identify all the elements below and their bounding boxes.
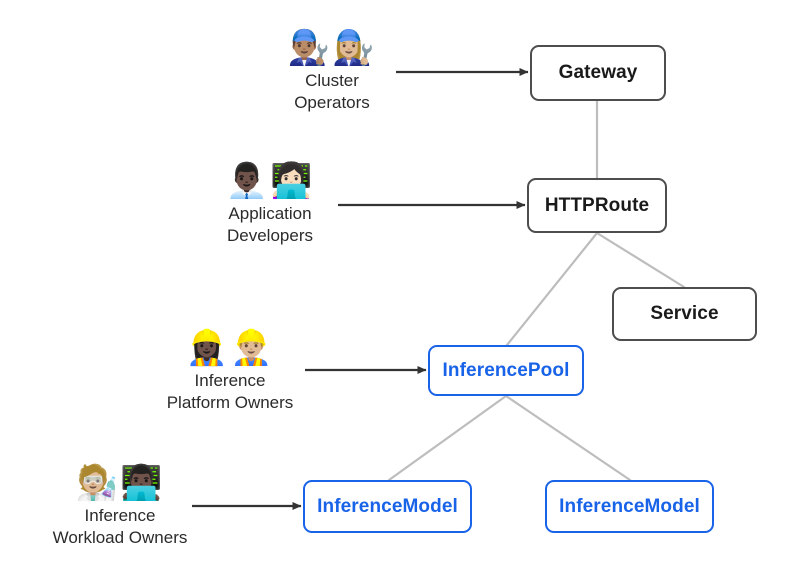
node-label-inferencepool: InferencePool — [442, 359, 570, 381]
node-label-httproute: HTTPRoute — [544, 194, 650, 216]
persona-name-line: Workload Owners — [52, 528, 188, 547]
persona-name-line: Platform Owners — [166, 393, 294, 412]
node-httproute[interactable]: HTTPRoute — [527, 178, 667, 233]
edge-httproute-to-service — [595, 231, 686, 289]
persona-name-line: Developers — [227, 226, 313, 245]
node-gateway[interactable]: Gateway — [530, 45, 666, 101]
node-label-service: Service — [650, 303, 719, 324]
node-label-inferencemodel-left: InferenceModel — [317, 495, 458, 517]
scientist-icon-and-man-technologist-icon: 🧑🏼‍🔬👨🏿‍💻 — [75, 463, 165, 503]
node-inferencepool[interactable]: InferencePool — [428, 345, 584, 396]
man-office-worker-icon-and-woman-technologist-icon: 👨🏿‍💼👩🏻‍💻 — [225, 161, 315, 201]
node-inferencemodel-left[interactable]: InferenceModel — [303, 480, 472, 533]
node-label-gateway: Gateway — [558, 62, 638, 83]
edge-httproute-to-inferencepool — [505, 231, 599, 347]
persona-arrows — [192, 68, 529, 510]
man-mechanic-icon-and-woman-mechanic-icon: 👨🏽‍🔧👩🏼‍🔧 — [287, 28, 377, 68]
edge-inferencepool-to-inferencemodel-left — [387, 394, 508, 482]
woman-construction-worker-icon-and-man-construction-worker-icon: 👷🏿‍♀️👷🏼‍♂️ — [185, 328, 275, 368]
node-service[interactable]: Service — [612, 287, 757, 341]
persona-name-line: Application — [228, 204, 312, 223]
persona-name-line: Operators — [294, 93, 370, 112]
persona-name-line: Cluster — [305, 71, 359, 90]
node-inferencemodel-right[interactable]: InferenceModel — [545, 480, 714, 533]
persona-name-line: Inference — [194, 371, 266, 390]
edge-inferencepool-to-inferencemodel-right — [504, 394, 632, 482]
node-label-inferencemodel-right: InferenceModel — [559, 495, 700, 517]
persona-name-line: Inference — [84, 506, 156, 525]
